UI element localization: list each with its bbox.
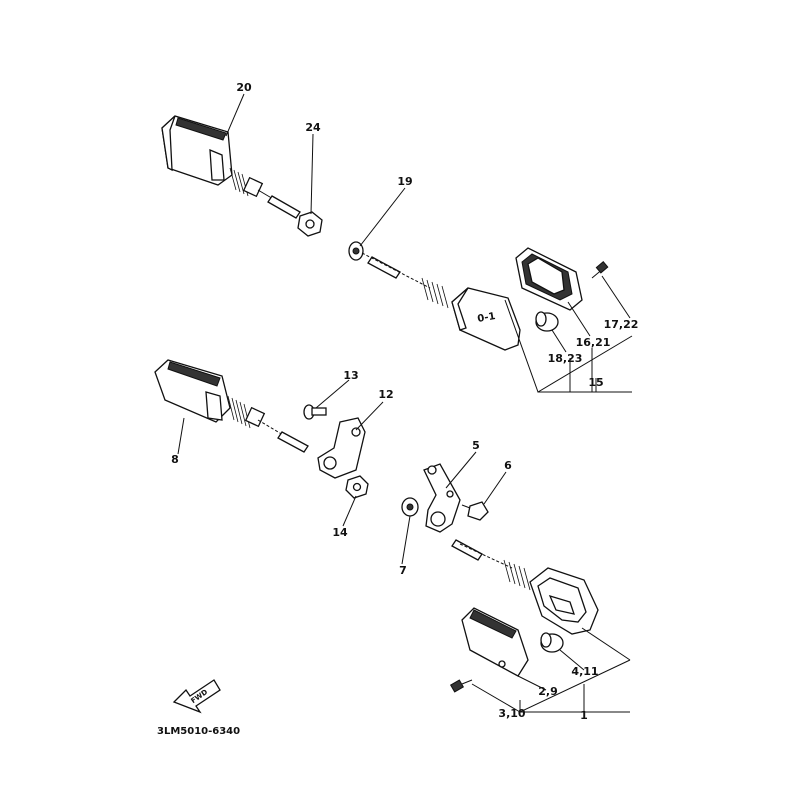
label-6: 6 bbox=[504, 459, 512, 472]
label-24: 24 bbox=[305, 121, 321, 134]
label-15: 15 bbox=[588, 376, 603, 389]
bracket-12 bbox=[317, 417, 366, 479]
label-3-10: 3,10 bbox=[498, 707, 525, 720]
label-8: 8 bbox=[171, 453, 179, 466]
turn-signal-20 bbox=[161, 115, 301, 219]
label-18-23: 18,23 bbox=[548, 352, 583, 365]
bulb-18-23 bbox=[535, 311, 559, 332]
bulb-4-11 bbox=[540, 632, 564, 653]
label-12: 12 bbox=[378, 388, 393, 401]
label-1: 1 bbox=[580, 709, 588, 722]
washer-7 bbox=[401, 497, 419, 517]
label-4-11: 4,11 bbox=[571, 665, 598, 678]
nut-24 bbox=[297, 211, 323, 237]
diagram-code: 3LM5010-6340 bbox=[157, 726, 240, 737]
screw-17-22 bbox=[591, 261, 609, 279]
svg-text:0-1: 0-1 bbox=[477, 311, 497, 325]
label-5: 5 bbox=[472, 439, 480, 452]
lens-2-9 bbox=[461, 607, 529, 677]
bolt-13 bbox=[303, 404, 327, 420]
nut-14 bbox=[345, 475, 369, 499]
label-16-21: 16,21 bbox=[576, 336, 611, 349]
fwd-arrow-icon: FWD bbox=[172, 679, 221, 714]
label-17-22: 17,22 bbox=[604, 318, 639, 331]
bolt-6 bbox=[461, 501, 489, 521]
screw-3-10 bbox=[449, 679, 473, 693]
label-7: 7 bbox=[399, 564, 407, 577]
label-2-9: 2,9 bbox=[538, 685, 558, 698]
bracket-5 bbox=[423, 463, 461, 533]
label-14: 14 bbox=[332, 526, 348, 539]
turn-signal-8 bbox=[154, 359, 309, 453]
turn-signal-1 bbox=[451, 539, 599, 635]
washer-19 bbox=[348, 241, 364, 261]
label-20: 20 bbox=[236, 81, 252, 94]
label-13: 13 bbox=[343, 369, 358, 382]
turn-signal-15: 0-1 bbox=[361, 252, 521, 351]
lens-16-21 bbox=[515, 247, 583, 311]
label-19: 19 bbox=[397, 175, 412, 188]
callout-labels: 20 24 19 17,22 16,21 18,23 15 13 12 8 14… bbox=[171, 81, 638, 722]
leader-lines bbox=[177, 93, 633, 713]
